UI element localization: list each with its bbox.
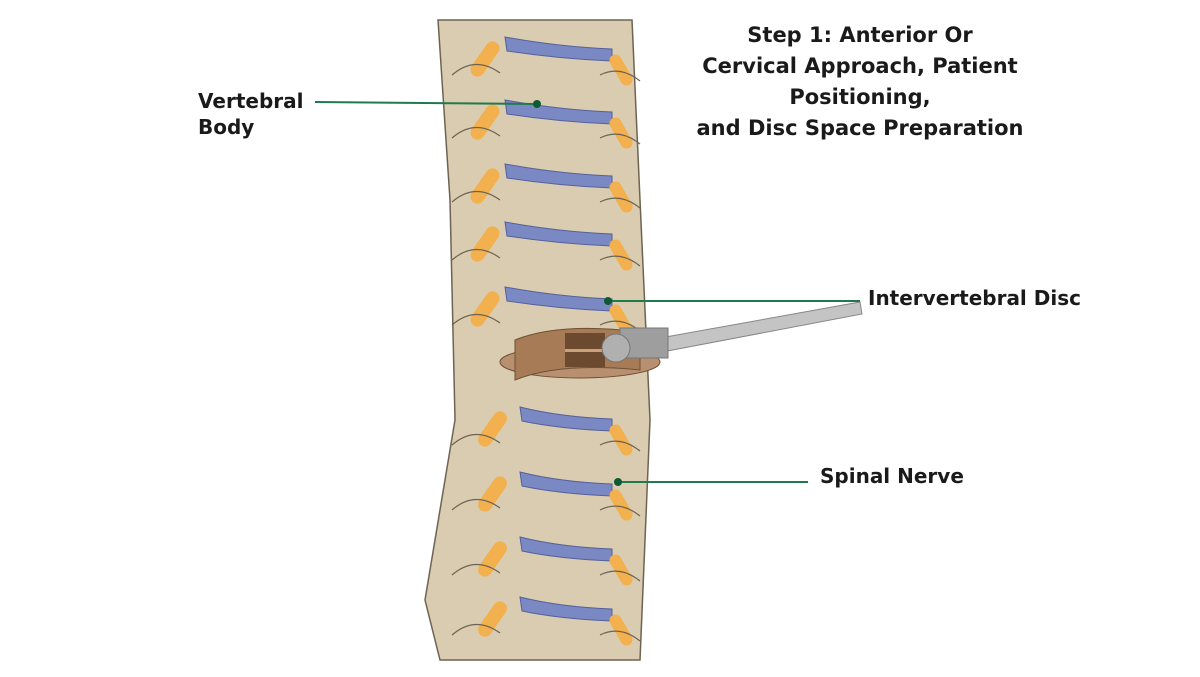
vertebra-contour bbox=[451, 63, 641, 82]
vertebral-body-label-line1: Vertebral bbox=[198, 89, 304, 113]
title-line-3: and Disc Space Preparation bbox=[696, 116, 1024, 140]
vertebral-body-label-line2: Body bbox=[198, 115, 255, 139]
vertebra-contour bbox=[451, 126, 641, 145]
spinal-nerve-left bbox=[470, 291, 500, 327]
leader-lines bbox=[314, 100, 860, 486]
diagram-title: Step 1: Anterior Or Cervical Approach, P… bbox=[660, 20, 1060, 144]
spinal-nerve-left bbox=[470, 226, 500, 262]
spinal-nerve-right bbox=[609, 239, 633, 271]
vertebra-contour bbox=[451, 190, 641, 209]
title-line-1: Step 1: Anterior Or bbox=[747, 23, 973, 47]
spinal-nerve-right bbox=[609, 424, 633, 456]
spinal-nerve-right bbox=[609, 614, 633, 646]
spinal-nerve-left bbox=[478, 601, 507, 637]
spinal-nerve-right bbox=[609, 181, 633, 213]
spinal-nerve-left bbox=[470, 41, 500, 77]
spinal-nerve-left bbox=[470, 168, 500, 204]
vertebra-contour bbox=[451, 248, 641, 267]
spinal-nerve-left bbox=[478, 476, 507, 512]
spinal-nerve-left bbox=[478, 541, 507, 577]
spinal-nerve-right bbox=[609, 554, 633, 586]
vertebra-contour bbox=[451, 563, 641, 582]
intervertebral-disc-label: Intervertebral Disc bbox=[868, 286, 1081, 310]
spinal-nerve-left bbox=[470, 104, 500, 140]
vertebral-body-label: Vertebral Body bbox=[198, 88, 303, 140]
spinal-nerve-left bbox=[478, 411, 507, 447]
spinal-nerve-right bbox=[609, 117, 633, 149]
vertebra-contour bbox=[451, 623, 641, 642]
title-line-2: Cervical Approach, Patient Positioning, bbox=[702, 54, 1018, 109]
surgical-instrument bbox=[601, 301, 863, 363]
spinal-nerve-right bbox=[609, 54, 633, 86]
vertebra-contour bbox=[451, 433, 641, 452]
vertebra-contour bbox=[451, 498, 641, 517]
spinal-nerve-right bbox=[609, 489, 633, 521]
spinal-nerve-label: Spinal Nerve bbox=[820, 464, 964, 488]
